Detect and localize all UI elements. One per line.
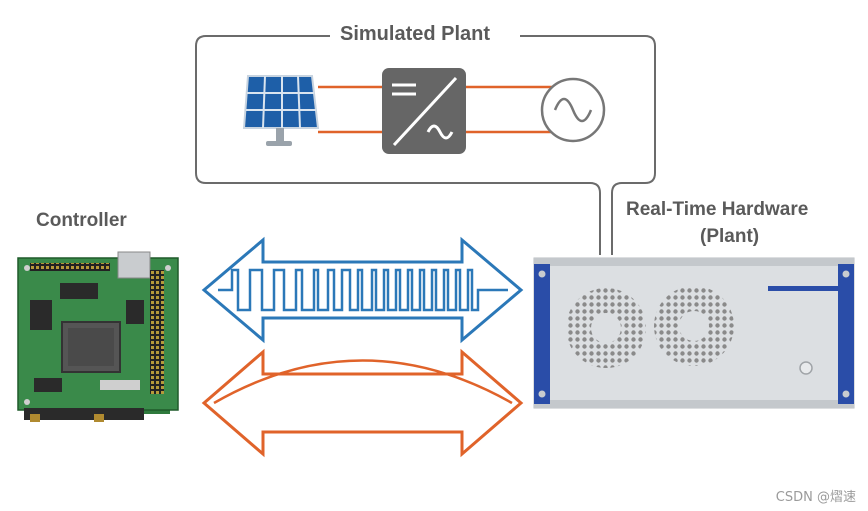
power-lines	[318, 85, 555, 134]
digital-signal-arrow-icon	[201, 236, 524, 344]
watermark: CSDN @熠速	[775, 490, 856, 505]
controller-board-icon	[17, 251, 179, 422]
hardware-label-line2: (Plant)	[700, 226, 760, 247]
hardware-label-line1: Real-Time Hardware	[626, 199, 809, 220]
controller-label: Controller	[36, 210, 127, 231]
simulated-plant-box	[195, 35, 656, 255]
inverter-icon	[382, 68, 466, 154]
ac-source-icon	[540, 77, 606, 143]
analog-signal-arrow-icon	[201, 348, 524, 458]
simulated-plant-title: Simulated Plant	[330, 23, 501, 46]
real-time-hardware-icon	[533, 257, 855, 409]
solar-panel-icon	[242, 75, 320, 146]
